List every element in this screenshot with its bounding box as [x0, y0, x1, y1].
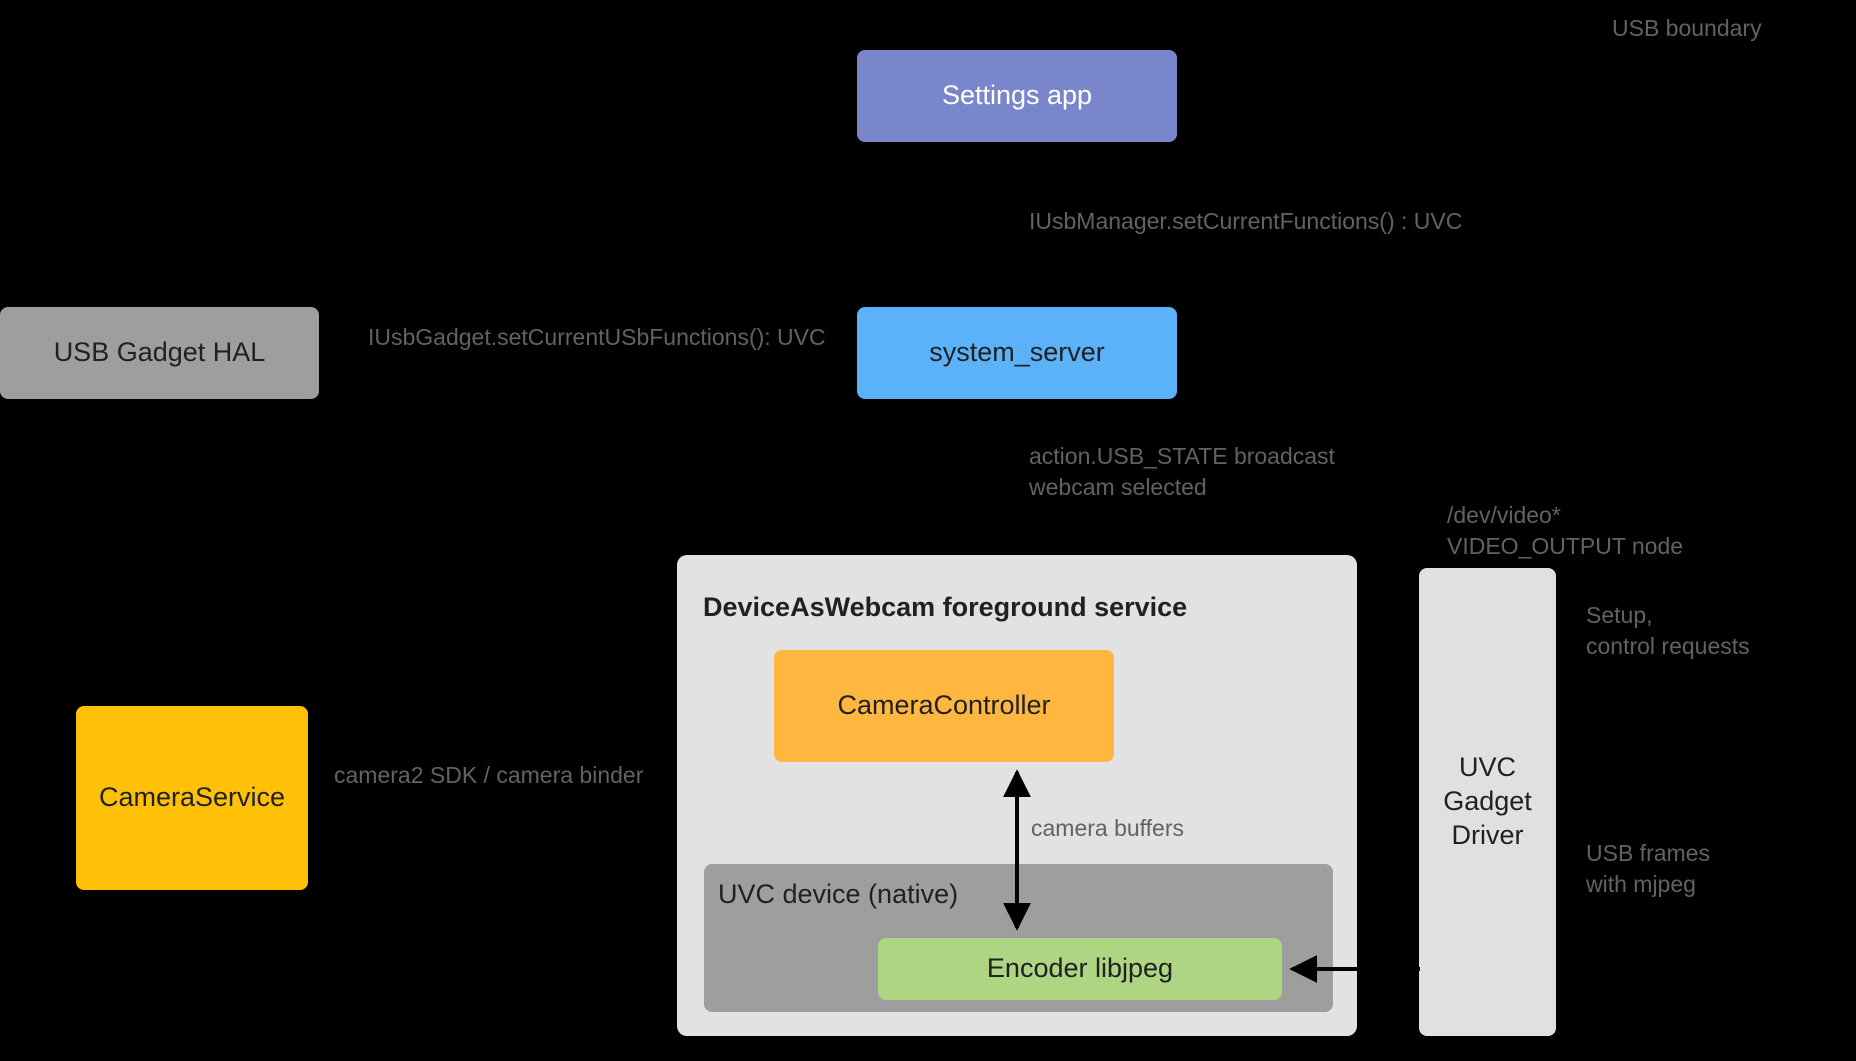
node-uvc-gadget-driver[interactable]: UVC Gadget Driver — [1419, 568, 1556, 1036]
annotation-usb-boundary: USB boundary — [1612, 15, 1762, 41]
node-camera-controller[interactable]: CameraController — [774, 650, 1114, 762]
node-system-server[interactable]: system_server — [857, 307, 1177, 399]
node-usb-gadget-hal[interactable]: USB Gadget HAL — [0, 307, 319, 399]
annotation-dev-video-node: /dev/video* VIDEO_OUTPUT node — [1447, 502, 1684, 560]
annotation-camera-buffers: camera buffers — [1031, 815, 1184, 841]
node-encoder-libjpeg[interactable]: Encoder libjpeg — [878, 938, 1282, 1000]
annotation-usb-frames-mjpeg: USB frames with mjpeg — [1586, 840, 1710, 898]
annotation-camera2-sdk: camera2 SDK / camera binder — [334, 762, 644, 788]
annotation-iusbmanager-call: IUsbManager.setCurrentFunctions() : UVC — [1029, 208, 1463, 234]
annotation-iusbgadget-call: IUsbGadget.setCurrentUSbFunctions(): UVC — [368, 324, 826, 350]
node-camera-service[interactable]: CameraService — [76, 706, 308, 890]
device-as-webcam-service-title: DeviceAsWebcam foreground service — [703, 592, 1188, 622]
uvc-device-native-title: UVC device (native) — [718, 879, 959, 909]
annotation-setup-control-requests: Setup, control requests — [1586, 602, 1750, 660]
node-settings-app[interactable]: Settings app — [857, 50, 1177, 142]
annotation-usb-state-broadcast: action.USB_STATE broadcast webcam select… — [1029, 443, 1335, 501]
